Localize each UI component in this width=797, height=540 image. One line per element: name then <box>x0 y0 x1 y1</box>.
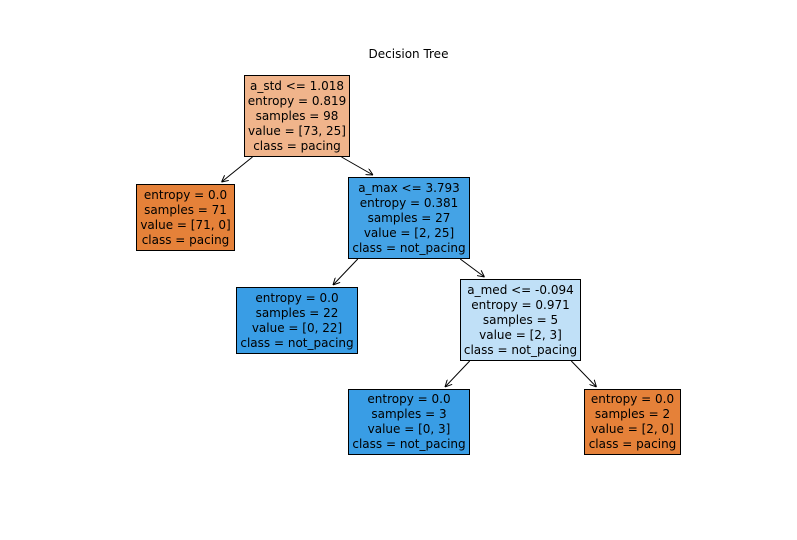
chart-title: Decision Tree <box>368 47 449 61</box>
node-line: class = not_pacing <box>463 342 578 357</box>
node-line: value = [2, 25] <box>363 225 455 240</box>
node-line: samples = 22 <box>255 305 339 320</box>
node-line: entropy = 0.0 <box>143 187 228 202</box>
edge-n2-n3 <box>333 258 359 285</box>
node-line: samples = 3 <box>371 407 447 421</box>
edge-n4-n5 <box>445 360 471 387</box>
node-line: a_med <= -0.094 <box>467 282 574 297</box>
edge-n0-n2 <box>341 156 373 175</box>
node-line: entropy = 0.381 <box>359 195 459 210</box>
node-line: class = not_pacing <box>352 437 466 451</box>
edge-n4-n6 <box>570 360 596 387</box>
node-line: value = [2, 3] <box>479 327 562 342</box>
node-line: a_max <= 3.793 <box>358 180 460 195</box>
node-line: samples = 71 <box>144 202 227 217</box>
node-line: value = [2, 0] <box>591 422 674 436</box>
node-line: class = pacing <box>588 437 677 451</box>
node-line: class = not_pacing <box>240 335 354 350</box>
node-line: entropy = 0.971 <box>471 297 570 312</box>
node-line: value = [0, 3] <box>367 422 451 436</box>
node-line: value = [73, 25] <box>248 123 346 138</box>
node-line: entropy = 0.0 <box>367 392 451 406</box>
node-line: samples = 2 <box>594 407 671 421</box>
edge-n2-n4 <box>459 258 484 277</box>
edge-n0-n1 <box>222 156 253 182</box>
node-line: entropy = 0.0 <box>255 290 339 305</box>
node-line: samples = 5 <box>482 312 559 327</box>
node-line: class = pacing <box>141 232 230 247</box>
node-line: class = pacing <box>253 138 341 153</box>
node-line: value = [0, 22] <box>251 320 343 335</box>
node-line: entropy = 0.0 <box>590 392 675 406</box>
node-line: samples = 27 <box>367 210 451 225</box>
node-line: a_std <= 1.018 <box>249 78 345 93</box>
node-line: entropy = 0.819 <box>247 93 347 108</box>
node-line: samples = 98 <box>255 108 339 123</box>
node-line: value = [71, 0] <box>140 217 231 232</box>
node-line: class = not_pacing <box>352 240 466 255</box>
